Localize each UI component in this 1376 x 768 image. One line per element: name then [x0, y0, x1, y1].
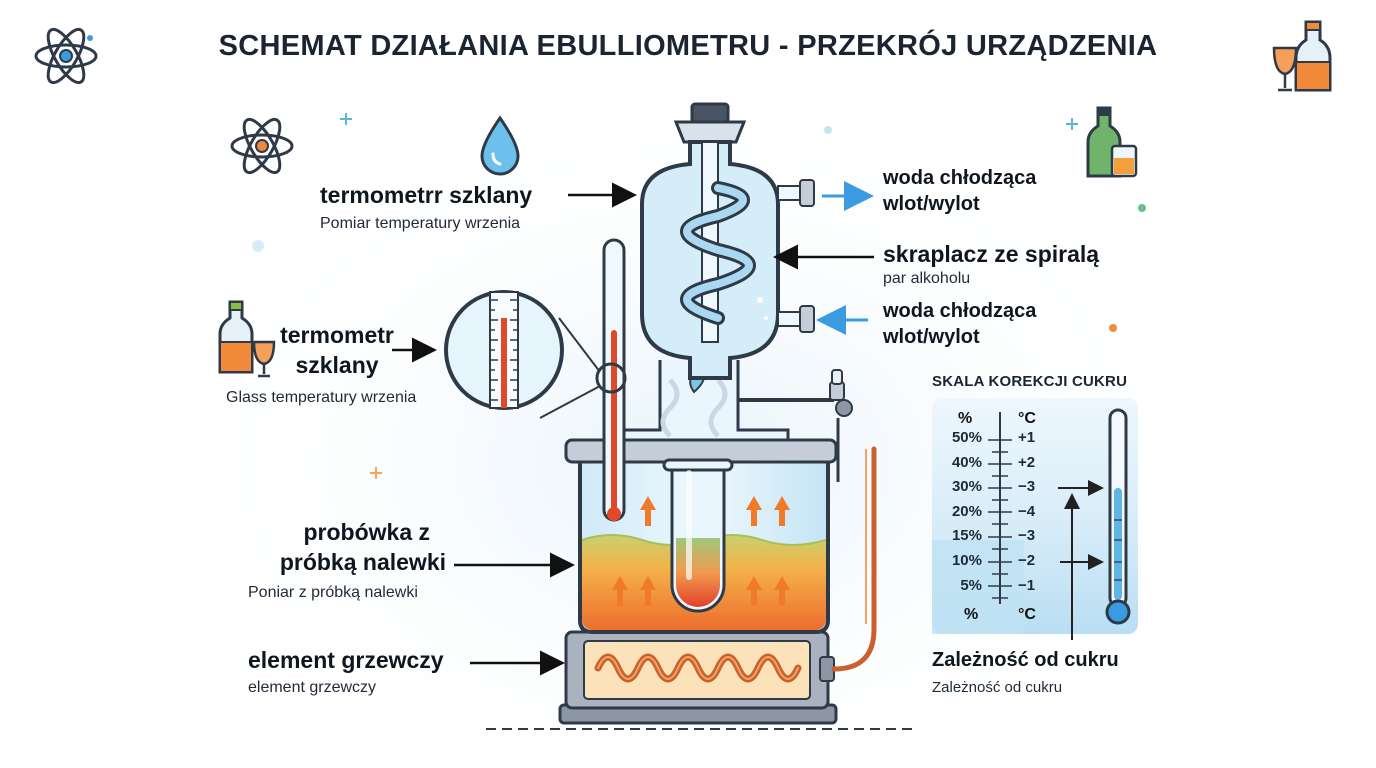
label-thermometer-top-sub: Pomiar temperatury wrzenia: [320, 215, 521, 232]
test-tube: [662, 458, 734, 613]
label-tube-sub: Poniar z próbką nalewki: [248, 584, 418, 601]
wine-bottle-glass-icon: [1272, 20, 1332, 92]
scale-bottom-unit-celsius: °C: [1018, 606, 1036, 623]
scale-celsius-label: −4: [1018, 502, 1036, 520]
magnifier-thermometer: [444, 290, 601, 419]
label-thermometer-top-title: termometrr szklany: [320, 182, 533, 208]
label-dependency-sub: Zależność od cukru: [932, 679, 1063, 696]
label-thermometer-left-sub: Glass temperatury wrzenia: [226, 389, 417, 406]
label-water-bottom-2: wlot/wylot: [883, 326, 980, 348]
scale-celsius-label: −3: [1018, 527, 1036, 545]
label-water-top-1: woda chłodząca: [883, 167, 1037, 189]
pointer-arrows: [392, 181, 874, 676]
page-title: SCHEMAT DZIAŁANIA EBULLIOMETRU - PRZEKRÓ…: [218, 30, 1158, 62]
scale-title: SKALA KOREKCJI CUKRU: [932, 373, 1128, 390]
heater-base: [558, 446, 877, 725]
scale-celsius-label: −2: [1018, 552, 1036, 569]
condenser: [640, 102, 815, 380]
label-water-bottom-1: woda chłodząca: [883, 300, 1037, 322]
scale-unit-percent: %: [958, 410, 973, 427]
scale-celsius-label: −3: [1018, 478, 1036, 496]
wine-bottle-glass-icon: [218, 300, 276, 378]
label-condenser-title: skraplacz ze spiralą: [883, 241, 1100, 267]
scale-unit-celsius: °C: [1018, 410, 1036, 427]
scale-celsius-label: +1: [1018, 429, 1036, 446]
scale-percent-label: 40%: [951, 453, 982, 471]
scale-percent-label: 50%: [951, 429, 982, 446]
label-thermometer-left-title-1: termometr: [280, 322, 394, 348]
atom-icon: [230, 117, 294, 175]
scale-bottom-unit-percent: %: [964, 606, 979, 623]
scale-celsius-label: −1: [1018, 576, 1036, 594]
scale-percent-label: 5%: [960, 576, 982, 594]
water-drop-icon: [480, 115, 520, 176]
scale-percent-label: 20%: [951, 502, 982, 520]
label-thermometer-left-title-2: szklany: [295, 352, 379, 378]
label-heater-sub: element grzewczy: [248, 679, 377, 696]
scale-percent-label: 10%: [951, 552, 982, 569]
label-dependency-title: Zależność od cukru: [932, 649, 1119, 671]
thermometer-vertical: [595, 238, 627, 522]
label-water-top-2: wlot/wylot: [883, 193, 980, 215]
scale-percent-label: 30%: [951, 478, 982, 496]
bottle-whisky-glass-icon: [1086, 106, 1138, 178]
label-heater-title: element grzewczy: [248, 647, 444, 673]
label-condenser-sub: par alkoholu: [883, 270, 971, 287]
decor-sparkles: [252, 113, 1146, 479]
label-tube-title-1: probówka z: [303, 519, 430, 545]
scale-celsius-label: +2: [1018, 453, 1036, 471]
scale-percent-label: 15%: [951, 527, 982, 545]
label-tube-title-2: próbką nalewki: [279, 549, 446, 575]
sugar-scale-panel: [932, 398, 1138, 640]
